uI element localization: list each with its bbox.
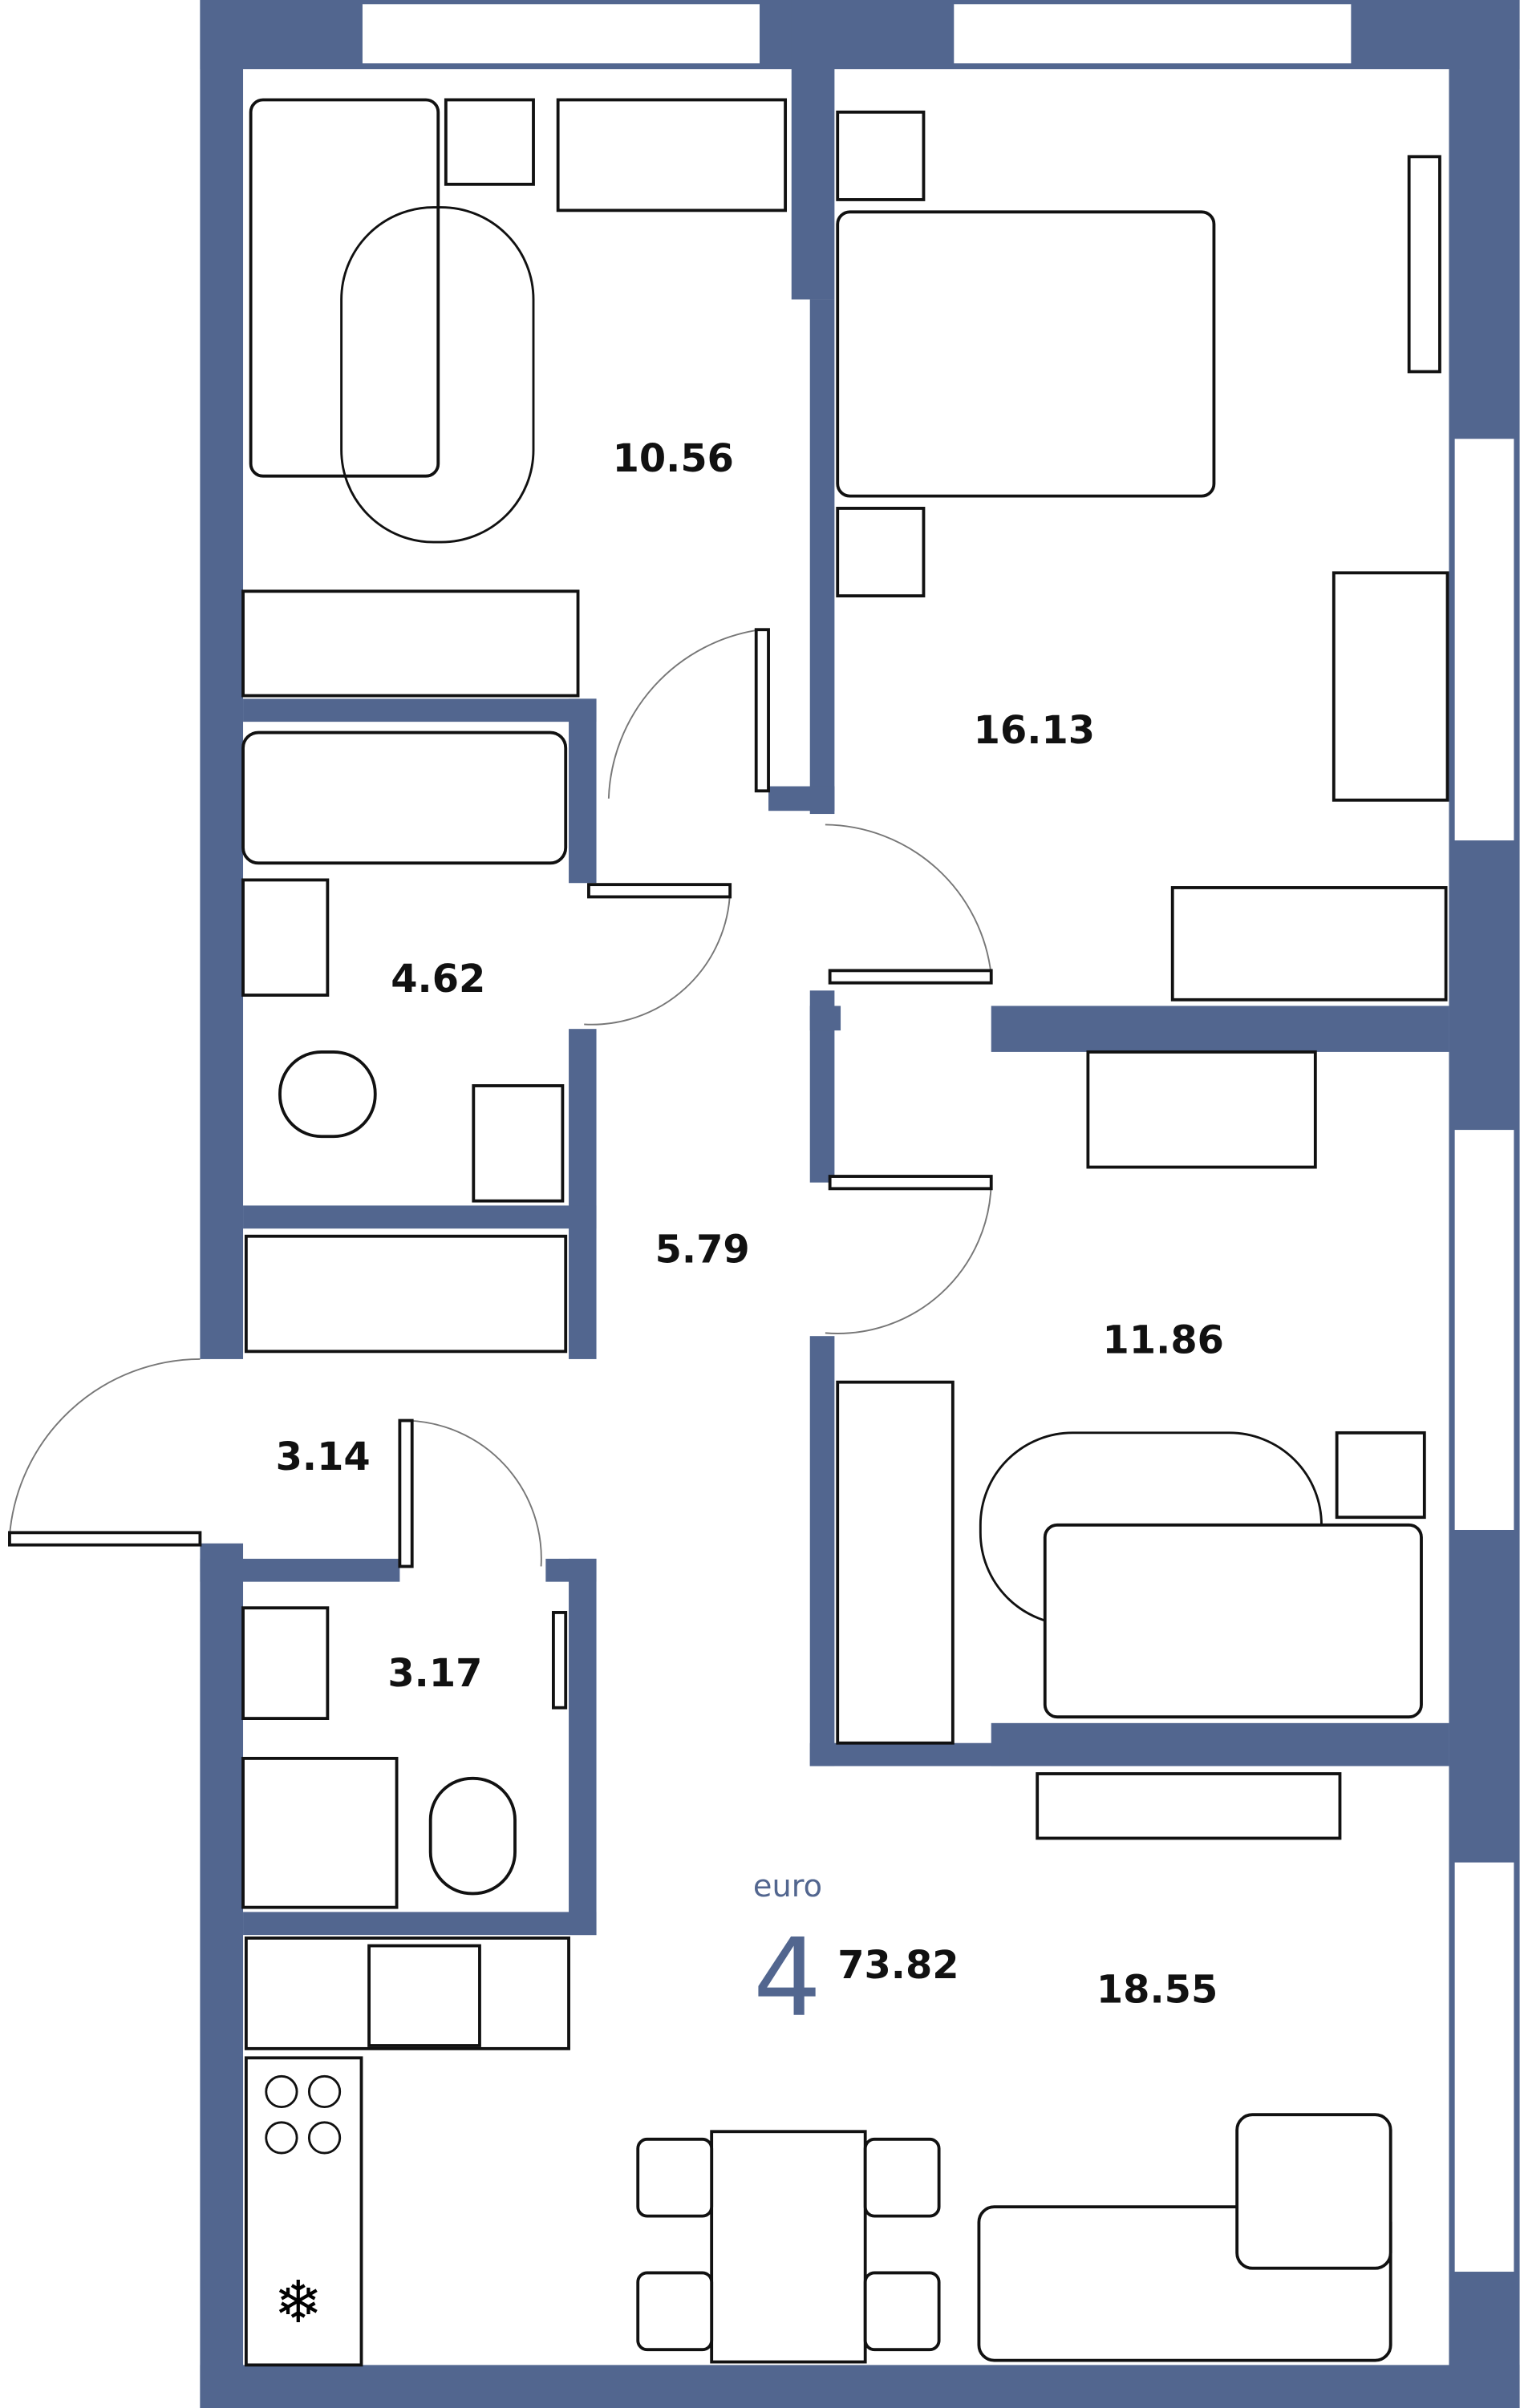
area-bedroom-1: 10.56 xyxy=(613,437,734,481)
sink-wc xyxy=(241,1606,330,1720)
area-bedroom-3: 11.86 xyxy=(1103,1318,1224,1362)
total-area: 73.82 xyxy=(837,1944,959,1988)
washing-machine xyxy=(472,1084,565,1203)
bed-1 xyxy=(249,98,440,478)
nightstand-3 xyxy=(1335,1431,1426,1520)
snowflake-icon: ❄ xyxy=(274,2268,322,2337)
furniture: ❄ xyxy=(241,98,1449,2367)
wardrobe-2 xyxy=(1170,886,1448,1002)
area-bedroom-2: 16.13 xyxy=(974,709,1095,753)
towel-rail xyxy=(551,1611,568,1710)
area-wc: 3.17 xyxy=(387,1652,482,1696)
windows xyxy=(360,2,1517,2274)
area-hallway: 5.79 xyxy=(655,1228,750,1272)
wardrobe-1 xyxy=(241,589,580,698)
desk-2 xyxy=(1332,571,1449,802)
area-living-kitchen: 18.55 xyxy=(1096,1968,1218,2012)
bed-2 xyxy=(836,210,1216,498)
area-bathroom: 4.62 xyxy=(391,957,485,1002)
doors xyxy=(8,628,993,1568)
brand-label: euro xyxy=(753,1868,822,1904)
desk-3 xyxy=(1086,1050,1317,1169)
nightstand-2b xyxy=(836,507,926,598)
apartment-summary: euro 4 73.82 xyxy=(753,1868,959,2040)
bathtub xyxy=(241,730,568,865)
toilet-wc xyxy=(428,1776,517,1896)
bed-3 xyxy=(1043,1523,1423,1719)
sink-bath xyxy=(241,878,330,997)
shower xyxy=(241,1756,399,1909)
dining-table xyxy=(710,2130,867,2364)
rooms-count: 4 xyxy=(753,1916,821,2041)
tv-2 xyxy=(1407,155,1441,374)
area-entrance: 3.14 xyxy=(276,1435,371,1479)
toilet-bath xyxy=(278,1050,377,1139)
walls xyxy=(200,0,1520,2408)
kitchen-column xyxy=(244,2056,363,2367)
room-area-labels: 10.56 16.13 4.62 5.79 11.86 3.14 3.17 18… xyxy=(276,437,1224,2012)
nightstand-2a xyxy=(836,110,926,201)
kitchen-sink xyxy=(367,1944,481,2047)
wardrobe-hall xyxy=(244,1234,568,1354)
desk-1 xyxy=(556,98,788,212)
rug-1 xyxy=(340,206,535,544)
nightstand-1 xyxy=(444,98,535,186)
tv-stand xyxy=(1036,1772,1342,1840)
wardrobe-3 xyxy=(836,1380,955,1745)
